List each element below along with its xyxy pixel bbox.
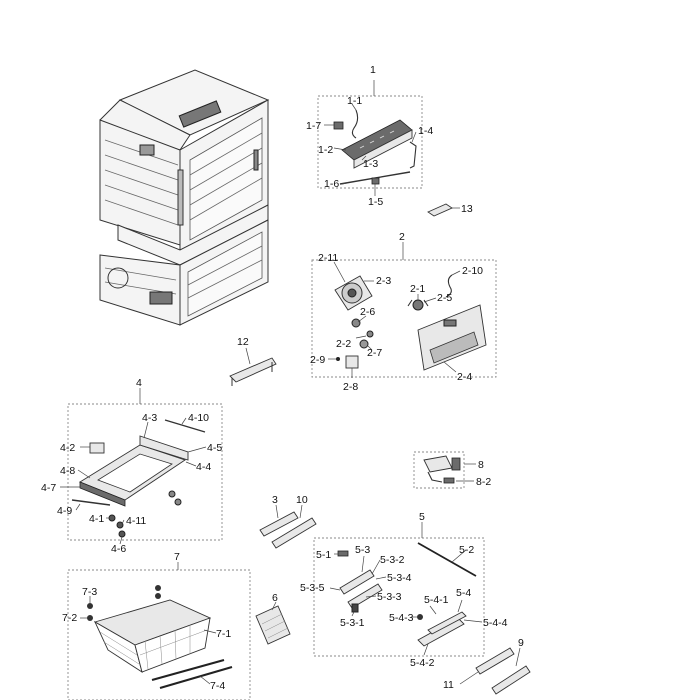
callout-2: 2 (399, 231, 405, 243)
callout-5-3-5: 5-3-5 (300, 582, 325, 594)
callout-1-2: 1-2 (318, 144, 333, 156)
callout-6: 6 (272, 592, 278, 604)
parts-3-10 (259, 504, 317, 549)
callout-13: 13 (461, 203, 473, 215)
callout-1-3: 1-3 (363, 158, 378, 170)
callout-5-3-2: 5-3-2 (380, 554, 405, 566)
callout-2-11: 2-11 (318, 252, 338, 264)
part-12 (229, 347, 277, 386)
callout-4-3: 4-3 (142, 412, 157, 424)
callout-2-2: 2-2 (336, 338, 351, 350)
assembly-1 (317, 80, 423, 196)
callout-5-4-2: 5-4-2 (410, 657, 435, 669)
callout-2-4: 2-4 (457, 371, 472, 383)
callout-1-1: 1-1 (347, 95, 362, 107)
callout-2-3: 2-3 (376, 275, 391, 287)
callout-5-4: 5-4 (456, 587, 471, 599)
callout-5-2: 5-2 (459, 544, 474, 556)
callout-labels: 1 1-1 1-7 1-4 1-2 1-3 1-6 1-5 13 2 2-11 … (41, 64, 524, 692)
callout-7-3: 7-3 (82, 586, 97, 598)
callout-7: 7 (174, 551, 180, 563)
callout-9: 9 (518, 637, 524, 649)
callout-4-5: 4-5 (207, 442, 222, 454)
part-6 (255, 601, 291, 645)
callout-7-1: 7-1 (216, 628, 231, 640)
assembly-7 (67, 562, 251, 700)
refrigerator-cabinet (99, 69, 270, 326)
callout-5-3: 5-3 (355, 544, 370, 556)
callout-2-1: 2-1 (410, 283, 425, 295)
callout-2-8: 2-8 (343, 381, 358, 393)
callout-8: 8 (478, 459, 484, 471)
callout-7-4: 7-4 (210, 680, 225, 692)
assembly-4 (60, 388, 223, 545)
assembly-8 (413, 451, 476, 489)
callout-5-3-1: 5-3-1 (340, 617, 365, 629)
callout-4-2: 4-2 (60, 442, 75, 454)
assembly-2 (311, 242, 497, 378)
callout-5-4-1: 5-4-1 (424, 594, 449, 606)
callout-2-5: 2-5 (437, 292, 452, 304)
callout-1-4: 1-4 (418, 125, 433, 137)
callout-4: 4 (136, 377, 142, 389)
callout-7-2: 7-2 (62, 612, 77, 624)
callout-4-4: 4-4 (196, 461, 211, 473)
callout-5-3-4: 5-3-4 (387, 572, 412, 584)
callout-1-6: 1-6 (324, 178, 339, 190)
callout-8-2: 8-2 (476, 476, 491, 488)
callout-3: 3 (272, 494, 278, 506)
callout-1: 1 (370, 64, 376, 76)
callout-12: 12 (237, 336, 249, 348)
callout-4-1: 4-1 (89, 513, 104, 525)
callout-2-10: 2-10 (462, 265, 483, 277)
callout-4-8: 4-8 (60, 465, 75, 477)
callout-5-3-3: 5-3-3 (377, 591, 402, 603)
parts-9-11 (459, 647, 531, 695)
part-13 (427, 203, 460, 217)
callout-1-5: 1-5 (368, 196, 383, 208)
callout-2-9: 2-9 (310, 354, 325, 366)
assembly-5 (313, 522, 485, 657)
callout-5: 5 (419, 511, 425, 523)
callout-4-9: 4-9 (57, 505, 72, 517)
callout-2-7: 2-7 (367, 347, 382, 359)
callout-1-7: 1-7 (306, 120, 321, 132)
callout-4-10: 4-10 (188, 412, 209, 424)
callout-2-6: 2-6 (360, 306, 375, 318)
callout-4-7: 4-7 (41, 482, 56, 494)
callout-10: 10 (296, 494, 308, 506)
callout-5-4-3: 5-4-3 (389, 612, 414, 624)
callout-11: 11 (443, 679, 454, 691)
callout-5-1: 5-1 (316, 549, 331, 561)
callout-4-6: 4-6 (111, 543, 126, 555)
callout-4-11: 4-11 (126, 515, 146, 527)
callout-5-4-4: 5-4-4 (483, 617, 508, 629)
